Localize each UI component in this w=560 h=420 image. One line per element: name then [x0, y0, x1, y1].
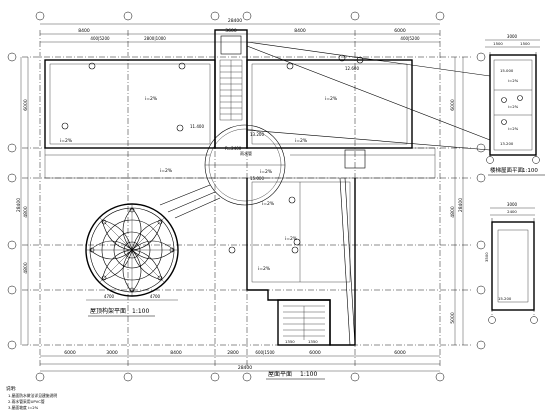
left-dim-seg2: 4800	[23, 206, 29, 218]
slope-label: i=2%	[258, 266, 271, 272]
bottom-dim-seg2: 3000	[106, 350, 118, 356]
stair-roof-plan-scale: 1:100	[522, 168, 538, 174]
side-slope-1: i=2%	[508, 78, 519, 83]
roof-frame-detail: 3000 2400 15.200 3500	[484, 202, 538, 324]
stair-elev: 15.200	[498, 296, 512, 301]
main-title: 屋面平面 1:100	[266, 371, 325, 380]
stair-roof-title: 楼梯屋面平面 1:100	[488, 166, 545, 176]
lower-stair: 1350 1350	[277, 299, 331, 346]
notes-heading: 说明:	[6, 385, 17, 392]
main-plan-scale: 1:100	[300, 371, 317, 378]
bottom-dim-seg5: 600|1500	[255, 350, 275, 355]
top-dim-seg2: 3600	[225, 28, 237, 34]
top-dim-seg3: 8400	[294, 28, 306, 34]
side-slope-2: i=2%	[508, 104, 519, 109]
top-dim-seg4: 6000	[394, 28, 406, 34]
lower-roof-body: i=2% i=2% i=2%	[228, 177, 356, 346]
right-dim-seg2: 4800	[450, 206, 456, 218]
stair-dim-1: 1350	[285, 339, 295, 344]
stair-top-dim: 3000	[507, 202, 518, 207]
elev-annotation: 11.400	[190, 124, 204, 129]
grid-bubbles	[7, 11, 486, 382]
main-plan-title: 屋面平面	[268, 371, 292, 378]
upper-roof-slab	[44, 29, 413, 149]
side-slope-3: i=2%	[508, 126, 519, 131]
bottom-dim-seg7: 6000	[394, 350, 406, 356]
slope-label: i=2%	[260, 169, 273, 175]
top-dim-sub-b: 2800|1000	[144, 36, 166, 41]
left-dim-seg3: 4800	[23, 262, 29, 274]
side-top-dim: 3000	[507, 34, 518, 39]
stair-roof-detail: 3000 1500 1500 i=2% i=2% i=2% 15.000 13.…	[485, 34, 540, 164]
central-round-tower: R=2400 15.000	[204, 124, 286, 206]
rotunda-dim-left: 4700	[104, 294, 115, 299]
top-dim-seg1: 8400	[78, 28, 90, 34]
slope-label: i=2%	[285, 236, 298, 242]
top-dimensions: 28400 8400 3600 8400 6000 400|5200 2800|…	[40, 18, 440, 43]
left-dim-overall: 28400	[16, 198, 22, 212]
bottom-dim-seg1: 6000	[64, 350, 76, 356]
right-dim-seg1: 6000	[450, 99, 456, 111]
slope-label: i=2%	[145, 96, 158, 102]
upper-slope-labels: i=2% i=2% i=2% i=2% 13.200 12.600 11.400	[60, 66, 359, 144]
rotunda-title: 屋顶构架平面 1:100	[88, 307, 155, 317]
side-elev-top: 15.000	[500, 68, 514, 73]
left-dim-seg1: 6000	[23, 99, 29, 111]
top-dim-sub-a: 400|5200	[90, 36, 110, 41]
bottom-dim-overall: 28400	[238, 365, 252, 371]
rotunda-dim-right: 4700	[150, 294, 161, 299]
slope-label: i=2%	[60, 138, 73, 144]
middle-roof-strip: i=2% i=2% 雨水管	[44, 147, 436, 179]
side-sub-dim1: 1500	[493, 41, 503, 46]
notes-line3: 3.屋面坡度 i=2%	[8, 405, 39, 410]
bottom-dimensions: 6000 3000 8400 2800 600|1500 6000 6000 2…	[40, 350, 440, 372]
side-sub-dim2: 1500	[520, 41, 530, 46]
top-dim-overall: 28400	[228, 18, 242, 24]
side-dimensions: 6000 4800 4800 28400 6000 4800 5000 2840…	[16, 57, 464, 345]
stair-sub-dim: 2400	[507, 209, 517, 214]
general-notes: 说明: 1.屋面防水做法详见建施说明 2.雨水管采用UPVC管 3.屋面坡度 i…	[6, 385, 57, 410]
side-elev-bot: 13.200	[500, 141, 514, 146]
elev-annotation: 15.000	[250, 176, 264, 181]
right-dim-overall: 28400	[458, 198, 464, 212]
slope-label: i=2%	[160, 168, 173, 174]
rotunda-frame-plan: 4700 4700	[85, 184, 221, 301]
notes-line2: 2.雨水管采用UPVC管	[8, 399, 45, 404]
notes-line1: 1.屋面防水做法详见建施说明	[8, 393, 57, 398]
bottom-dim-seg3: 8400	[170, 350, 182, 356]
stair-side-dim: 3500	[484, 252, 489, 262]
slope-label: i=2%	[325, 96, 338, 102]
radius-annotation: R=2400	[225, 146, 242, 151]
right-dim-seg3: 5000	[450, 312, 456, 324]
slope-label: i=2%	[295, 138, 308, 144]
stair-roof-plan-title: 楼梯屋面平面	[490, 166, 524, 174]
elev-annotation: 13.200	[250, 132, 264, 137]
elev-annotation: 12.600	[345, 66, 359, 71]
sub-plan-scale: 1:100	[132, 308, 149, 315]
stair-dim-2: 1350	[308, 339, 318, 344]
rain-pipe-label: 雨水管	[240, 150, 252, 156]
bottom-dim-seg4: 2800	[227, 350, 239, 356]
slope-label: i=2%	[262, 201, 275, 207]
leader-lines	[246, 41, 491, 151]
sub-plan-title: 屋顶构架平面	[90, 307, 126, 315]
top-dim-sub-c: 400|5200	[400, 36, 420, 41]
bottom-dim-seg6: 6000	[309, 350, 321, 356]
